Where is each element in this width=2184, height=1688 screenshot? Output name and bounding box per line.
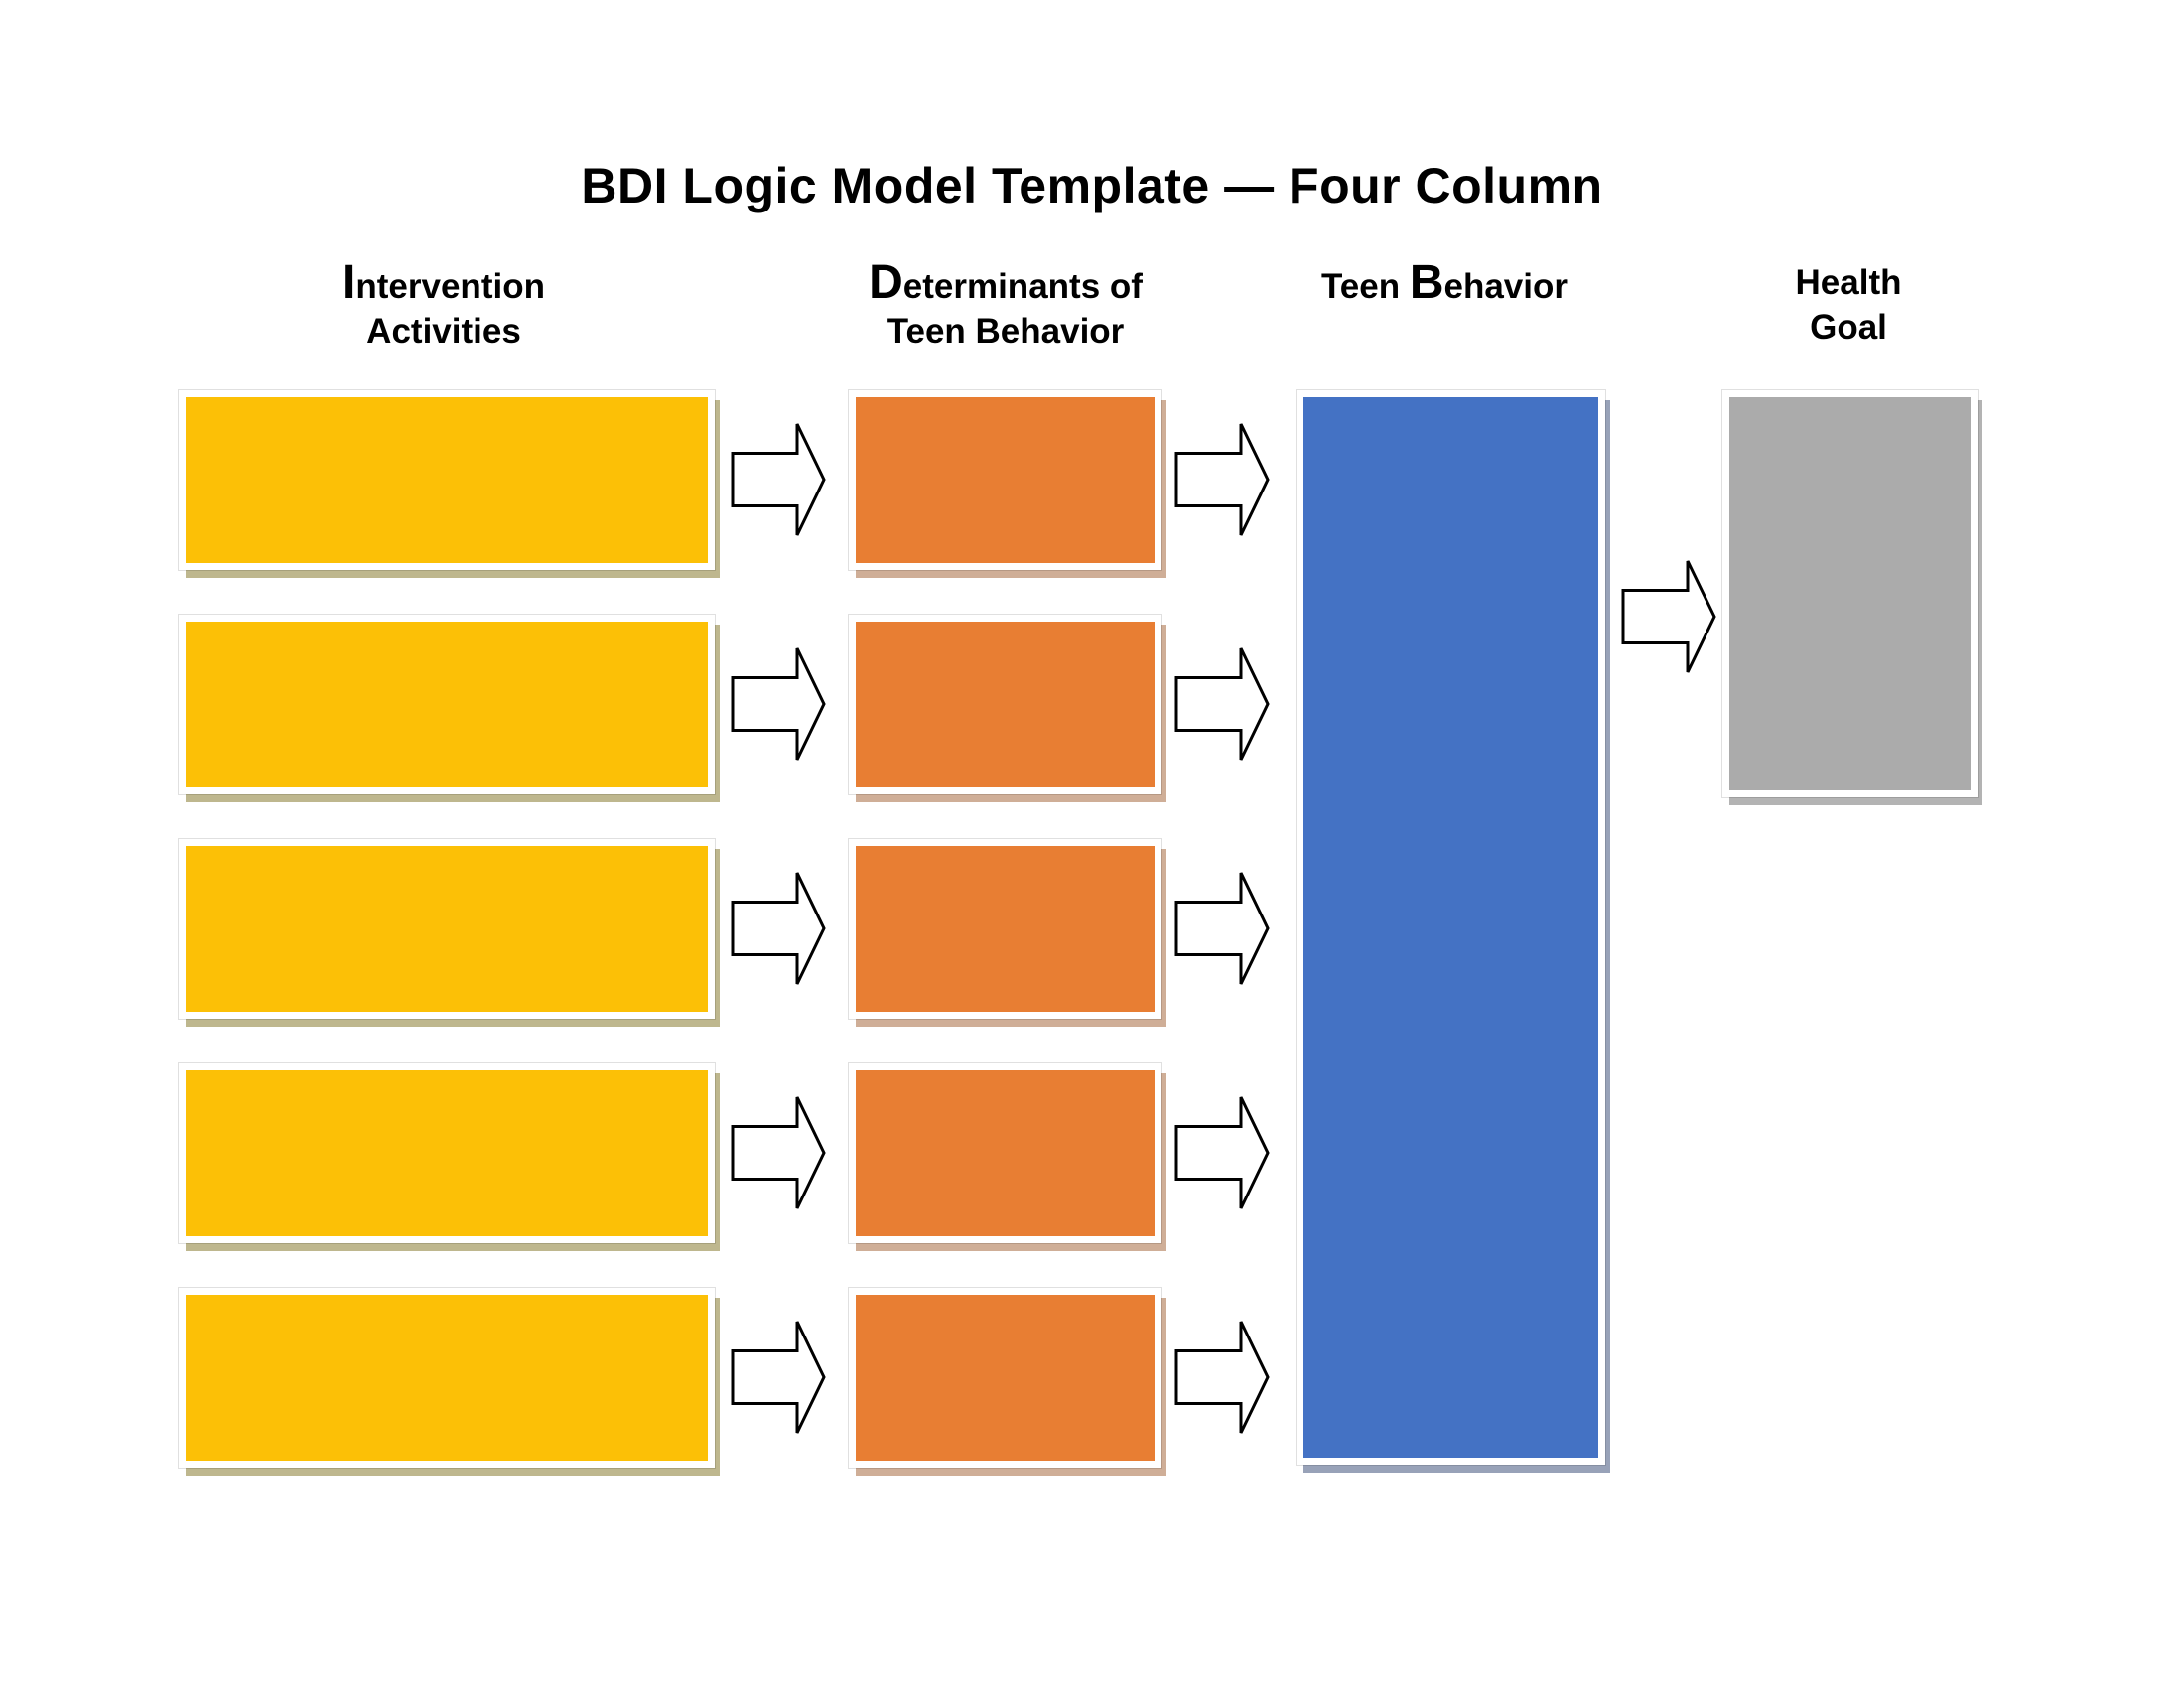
heading-text: ntervention <box>355 267 545 306</box>
heading-line: Teen Behavior <box>1321 259 1569 309</box>
heading-text: Health <box>1795 263 1902 302</box>
determinants-of-teen-behavior-box-2 <box>849 615 1161 794</box>
determinants-of-teen-behavior-box-1 <box>849 390 1161 570</box>
diagram-title: BDI Logic Model Template — Four Column <box>581 158 1603 213</box>
determinants-of-teen-behavior-box-4 <box>849 1063 1161 1243</box>
flow-arrow-icon <box>1174 871 1270 986</box>
flow-arrow-icon <box>731 646 826 762</box>
health-goal-box-1 <box>1722 390 1978 797</box>
heading-lead-letter: B <box>1409 256 1444 309</box>
heading-text: Teen Behavior <box>887 312 1125 351</box>
heading-text: Activities <box>366 312 521 351</box>
determinants-of-teen-behavior-box-3 <box>849 839 1161 1019</box>
teen-behavior-heading: Teen Behavior <box>1321 259 1569 309</box>
flow-arrow-icon <box>731 1320 826 1435</box>
heading-lead-letter: D <box>869 256 903 309</box>
flow-arrow-icon <box>1174 422 1270 537</box>
flow-arrow-icon <box>731 871 826 986</box>
heading-line: Determinants of <box>869 259 1143 309</box>
heading-text: ehavior <box>1443 267 1569 306</box>
heading-text: eterminants of <box>902 267 1143 306</box>
flow-arrow-icon <box>1174 1320 1270 1435</box>
flow-arrow-icon <box>731 1095 826 1210</box>
intervention-activities-box-4 <box>179 1063 715 1243</box>
teen-behavior-box-1 <box>1297 390 1605 1465</box>
flow-arrow-icon <box>1621 559 1716 674</box>
intervention-activities-box-3 <box>179 839 715 1019</box>
heading-line: Intervention <box>342 259 545 309</box>
heading-text: Goal <box>1810 308 1887 347</box>
intervention-activities-box-2 <box>179 615 715 794</box>
heading-text: Teen <box>1321 267 1410 306</box>
intervention-activities-box-5 <box>179 1288 715 1468</box>
flow-arrow-icon <box>1174 1095 1270 1210</box>
heading-lead-letter: I <box>342 256 356 309</box>
heading-line: Activities <box>342 309 545 353</box>
flow-arrow-icon <box>1174 646 1270 762</box>
flow-arrow-icon <box>731 422 826 537</box>
heading-line: Health <box>1796 260 1902 305</box>
heading-line: Teen Behavior <box>869 309 1143 353</box>
determinants-of-teen-behavior-box-5 <box>849 1288 1161 1468</box>
intervention-activities-box-1 <box>179 390 715 570</box>
heading-line: Goal <box>1796 305 1902 350</box>
